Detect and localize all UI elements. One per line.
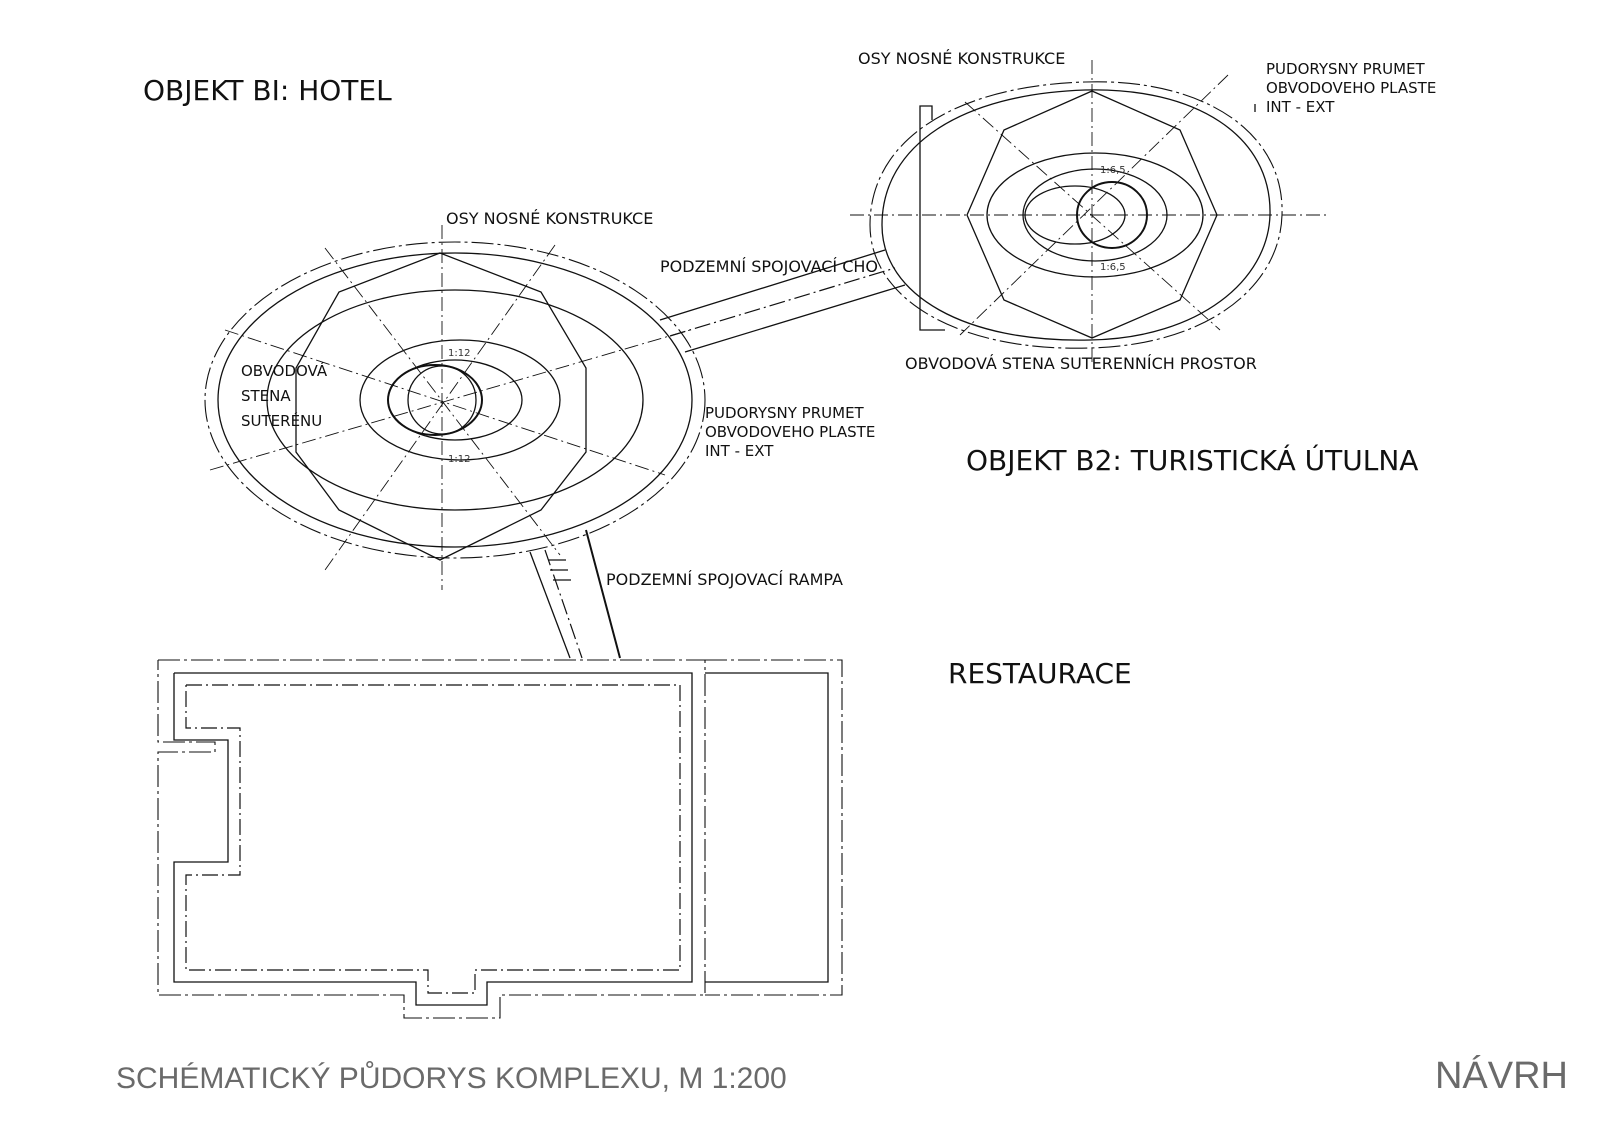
- restaurant-outer-outline: [173, 672, 693, 1006]
- b2-plan: 1:6,5 1:6,5: [850, 60, 1330, 362]
- axes-label-hotel: OSY NOSNÉ KONSTRUKCE: [446, 209, 653, 228]
- restaurant-annex: [705, 672, 829, 983]
- hotel-axes: [209, 225, 691, 590]
- hotel-inner-ellipse: [266, 289, 644, 511]
- hotel-outer-dashed-ellipse: [204, 241, 706, 559]
- b2-core-ellipse-4: [1076, 181, 1148, 249]
- stage-label: NÁVRH: [1435, 1054, 1568, 1097]
- axes-label-b2: OSY NOSNÉ KONSTRUKCE: [858, 49, 1065, 68]
- b2-outer-dashed-shape: [869, 81, 1283, 349]
- slope-label-b2-top: 1:6,5: [1100, 165, 1126, 176]
- restaurant-annex-dashed: [705, 659, 843, 996]
- b2-outer-shape: [881, 89, 1271, 341]
- restaurant-plan: [157, 659, 843, 1019]
- slope-label-b2-bottom: 1:6,5: [1100, 262, 1126, 273]
- b2-title: OBJEKT B2: TURISTICKÁ ÚTULNA: [966, 443, 1418, 477]
- hotel-outer-ellipse: [217, 252, 693, 548]
- basement-wall-label-line3: SUTERÉNU: [241, 411, 322, 430]
- ramp-label: PODZEMNÍ SPOJOVACÍ RAMPA: [606, 570, 843, 589]
- restaurant-outer-dashed-outline: [157, 659, 706, 1019]
- basement-wall-label-line2: STENA: [241, 387, 291, 405]
- basement-wall-label-line1: OBVODOVÁ: [241, 361, 328, 380]
- drawing-title: SCHÉMATICKÝ PŮDORYS KOMPLEXU, M 1:200: [116, 1061, 787, 1095]
- slope-label-hotel-bottom: 1:12: [448, 454, 470, 465]
- hotel-polygon: [295, 252, 587, 561]
- underground-ramp: [529, 529, 621, 659]
- b2-projection-label-line3: INT - EXT: [1266, 98, 1335, 116]
- b2-projection-label-line2: OBVODOVEHO PLASTE: [1266, 79, 1436, 97]
- b2-core-ellipse-1: [986, 152, 1204, 278]
- hotel-core-circle: [407, 365, 477, 435]
- hotel-title: OBJEKT BI: HOTEL: [143, 74, 392, 107]
- restaurant-inner-dashed-outline: [185, 684, 681, 994]
- slope-label-hotel-top: 1:12: [448, 348, 470, 359]
- restaurant-title: RESTAURACE: [948, 657, 1132, 690]
- b2-basement-wall-label: OBVODOVÁ STENA SUTERENNÍCH PROSTOR: [905, 354, 1257, 373]
- hotel-plan: 1:12 1:12: [204, 225, 706, 590]
- hotel-core-ellipse-1: [359, 339, 561, 461]
- b2-wall-left: [919, 105, 945, 331]
- underground-corridor: [659, 249, 906, 353]
- hotel-projection-label-line3: INT - EXT: [705, 442, 774, 460]
- b2-projection-label-line1: PUDORYSNY PRUMET: [1266, 60, 1426, 78]
- hotel-projection-label-line2: OBVODOVEHO PLASTE: [705, 423, 875, 441]
- corridor-label: PODZEMNÍ SPOJOVACÍ CHO: [660, 257, 878, 276]
- hotel-core-ellipse-3: [387, 364, 483, 436]
- hotel-projection-label-line1: PUDORYSNY PRUMET: [705, 404, 865, 422]
- b2-axes: [850, 60, 1330, 362]
